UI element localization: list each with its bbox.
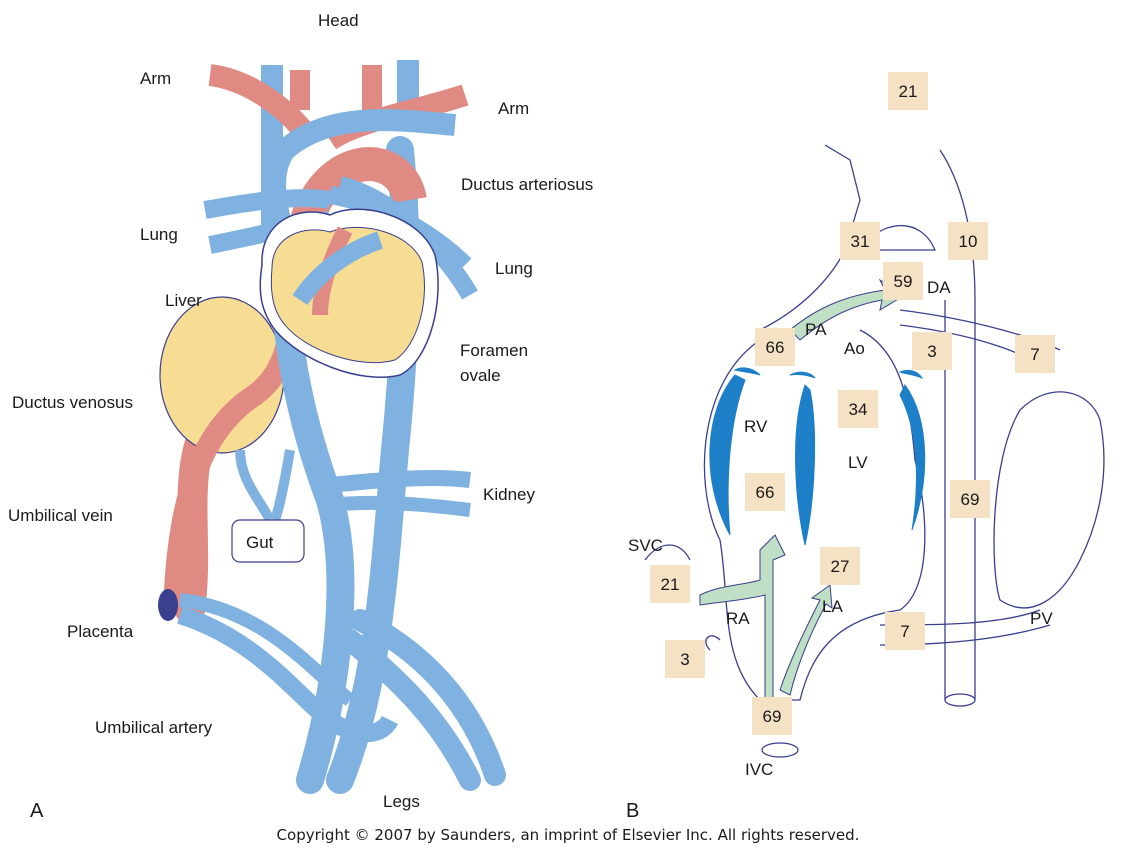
label-ra: RA	[726, 609, 750, 628]
sat-box-aorta-right: 10	[948, 222, 988, 260]
label-lung-right: Lung	[495, 259, 533, 278]
svg-text:3: 3	[927, 342, 936, 361]
sat-box-ivc: 69	[752, 697, 792, 735]
svg-text:27: 27	[831, 557, 850, 576]
svg-text:34: 34	[849, 400, 868, 419]
label-umbilical-artery: Umbilical artery	[95, 718, 213, 737]
label-arm-left: Arm	[140, 69, 171, 88]
svg-text:10: 10	[959, 232, 978, 251]
label-ductus-venosus: Ductus venosus	[12, 393, 133, 412]
svg-text:21: 21	[899, 82, 918, 101]
label-ductus-arteriosus: Ductus arteriosus	[461, 175, 593, 194]
svg-text:69: 69	[763, 707, 782, 726]
sat-box-ra-small: 3	[665, 640, 705, 678]
svg-text:69: 69	[961, 490, 980, 509]
label-gut: Gut	[246, 533, 274, 552]
svg-text:66: 66	[756, 483, 775, 502]
svg-text:7: 7	[1030, 345, 1039, 364]
label-kidney: Kidney	[483, 485, 535, 504]
panel-b-valves	[710, 368, 925, 545]
copyright-notice: Copyright © 2007 by Saunders, an imprint…	[0, 826, 1136, 844]
panel-b-letter: B	[626, 800, 639, 822]
svg-text:31: 31	[851, 232, 870, 251]
label-umbilical-vein: Umbilical vein	[8, 506, 113, 525]
label-foramen: Foramen	[460, 341, 528, 360]
svg-text:21: 21	[661, 575, 680, 594]
label-lv: LV	[848, 453, 868, 472]
label-ivc: IVC	[745, 760, 773, 779]
label-svc: SVC	[628, 536, 663, 555]
panel-a-diagram	[158, 60, 495, 780]
label-rv: RV	[744, 417, 768, 436]
label-arm-right: Arm	[498, 99, 529, 118]
sat-box-rv: 66	[745, 473, 785, 511]
label-la: LA	[822, 597, 843, 616]
sat-box-ao-small: 3	[912, 332, 952, 370]
label-ovale: ovale	[460, 366, 501, 385]
svg-text:3: 3	[680, 650, 689, 669]
svg-text:7: 7	[900, 622, 909, 641]
label-lung-left: Lung	[140, 225, 178, 244]
sat-box-da: 59	[883, 262, 923, 300]
sat-box-descending: 69	[950, 480, 990, 518]
label-pv: PV	[1030, 609, 1053, 628]
label-pa: PA	[805, 320, 827, 339]
label-legs: Legs	[383, 792, 420, 811]
label-liver: Liver	[165, 291, 202, 310]
label-placenta: Placenta	[67, 622, 134, 641]
sat-box-pulm-branch: 7	[1015, 335, 1055, 373]
sat-box-la: 27	[820, 547, 860, 585]
sat-box-pv: 7	[885, 612, 925, 650]
svg-text:66: 66	[766, 338, 785, 357]
label-ao: Ao	[844, 339, 865, 358]
label-da: DA	[927, 278, 951, 297]
label-head: Head	[318, 11, 359, 30]
sat-box-top: 21	[888, 72, 928, 110]
sat-box-pa: 66	[755, 328, 795, 366]
sat-box-svc: 21	[650, 565, 690, 603]
svg-text:59: 59	[894, 272, 913, 291]
sat-box-aorta-left: 31	[840, 222, 880, 260]
panel-a-letter: A	[30, 800, 44, 822]
sat-box-lv: 34	[838, 390, 878, 428]
